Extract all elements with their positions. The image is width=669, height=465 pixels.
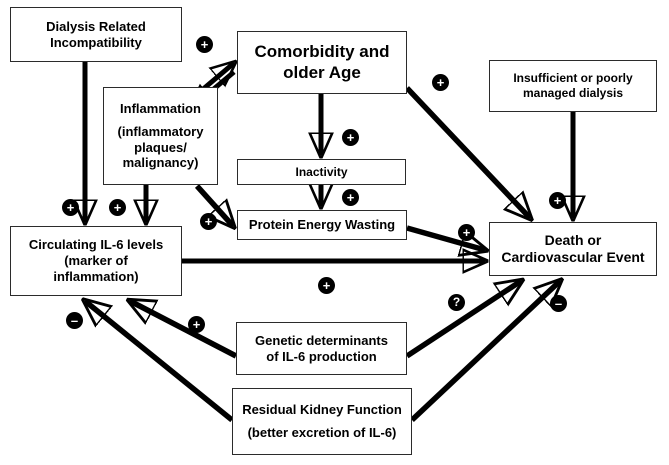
plus-sign-icon: + [549, 192, 566, 209]
node-label-line: Death or [544, 231, 602, 248]
node-label-line: of IL-6 production [266, 348, 377, 364]
edge-residual-kidney-to-il6 [85, 301, 234, 423]
edge-comorbidity-to-death [405, 86, 530, 218]
plus-sign-icon: + [318, 277, 335, 294]
node-label-line: managed dialysis [522, 86, 624, 100]
edge-protein-energy-wasting-to-death [406, 225, 485, 250]
node-label-line: (inflammatory [117, 123, 204, 139]
node-label-line: Insufficient or poorly [513, 71, 633, 86]
node-label-line: (marker of [64, 253, 128, 269]
plus-sign-icon: + [342, 129, 359, 146]
question-mark-icon: ? [448, 294, 465, 311]
node-label-line: inflammation) [53, 268, 139, 284]
node-residual-kidney-function[interactable]: Residual Kidney Function (better excretio… [232, 388, 412, 455]
node-label-line: Inactivity [295, 164, 348, 179]
edge-genetic-to-il6 [130, 301, 238, 359]
plus-sign-icon: + [109, 199, 126, 216]
node-label-line: Dialysis Related [46, 18, 146, 34]
plus-sign-icon: + [432, 74, 449, 91]
minus-sign-icon: – [550, 295, 567, 312]
plus-sign-icon: + [342, 189, 359, 206]
plus-sign-icon: + [458, 224, 475, 241]
node-label-line: (better excretion of IL-6) [247, 425, 397, 441]
plus-sign-icon: + [196, 36, 213, 53]
node-inactivity[interactable]: Inactivity [237, 159, 406, 185]
edge-genetic-to-death [405, 281, 521, 359]
node-label-line: Residual Kidney Function [242, 402, 402, 418]
plus-sign-icon: + [62, 199, 79, 216]
node-label-line: Genetic determinants [255, 332, 388, 348]
node-label-line: Protein Energy Wasting [248, 217, 396, 233]
minus-sign-icon: – [66, 312, 83, 329]
plus-sign-icon: + [200, 213, 217, 230]
node-label-line: Inflammation [120, 100, 201, 116]
node-label-line: plaques/ [134, 139, 187, 155]
node-protein-energy-wasting[interactable]: Protein Energy Wasting [237, 210, 407, 240]
plus-sign-icon: + [188, 316, 205, 333]
node-label-line: Circulating IL-6 levels [28, 237, 164, 253]
node-label-line: malignancy) [122, 155, 199, 171]
edge-inflammation-to-protein-energy-wasting [194, 184, 233, 226]
edge-residual-kidney-to-death [410, 281, 560, 423]
node-label-line: older Age [283, 62, 361, 82]
node-label-line: Comorbidity and [254, 41, 390, 61]
node-label-line: Cardiovascular Event [501, 249, 645, 265]
node-label-line: Incompatibility [50, 34, 142, 50]
